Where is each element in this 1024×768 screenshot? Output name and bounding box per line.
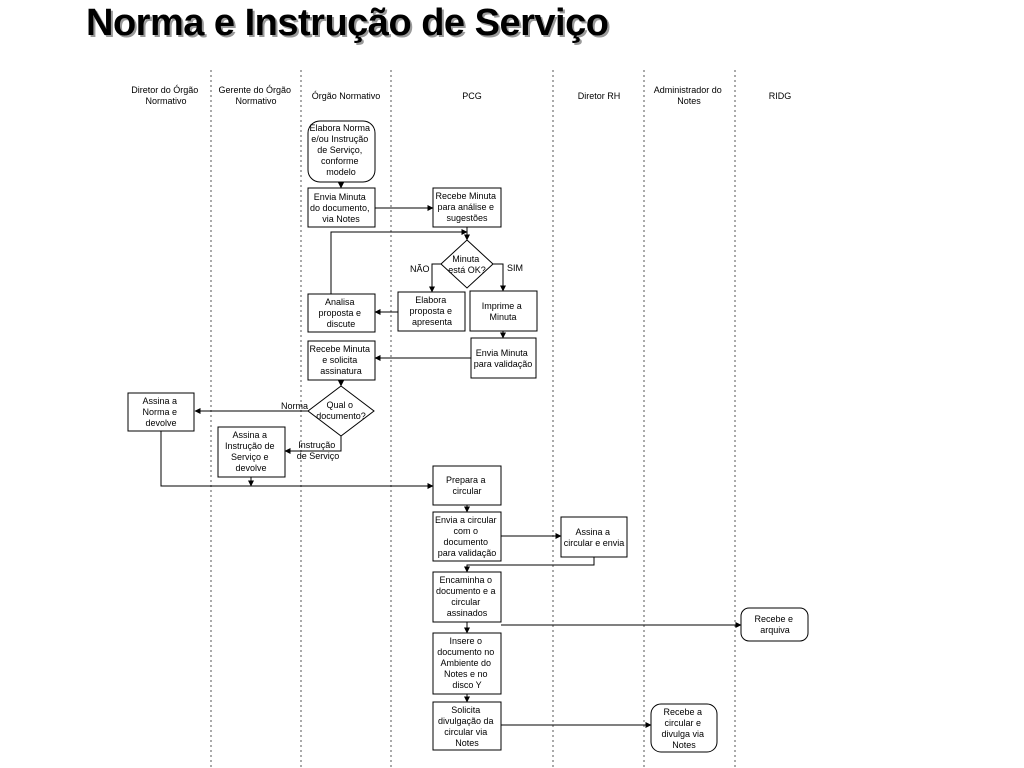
node-recebe-minuta-assinatura: Recebe Minuta e solicita assinatura [307, 340, 376, 381]
connectors [160, 182, 742, 728]
connector [284, 436, 342, 454]
svg-text:Encaminha o documento e: Encaminha o documento e a circular assin… [436, 575, 498, 618]
connector [330, 229, 468, 294]
node-encaminha-documento: Encaminha o documento e a circular assin… [432, 571, 502, 623]
page-title: Norma e Instrução de Serviço [86, 2, 609, 44]
lane-header-diretor-rh: Diretor RH [578, 91, 621, 101]
svg-text:Imprime a Minuta: Imprime a Minuta [482, 301, 525, 322]
lane-headers: Diretor do Órgão Normativo Gerente do Ór… [131, 85, 791, 106]
node-analisa-proposta: Analisa proposta e discute [307, 293, 376, 333]
svg-text:Minuta está OK?: Minuta está OK? [448, 254, 486, 275]
node-minuta-ok-decision: Minuta está OK? [440, 239, 494, 289]
edge-label-norma: Norma [281, 401, 308, 411]
edge-labels: NÃO SIM Norma Instrução de Serviço [281, 263, 523, 461]
svg-text:Recebe Minuta para análi: Recebe Minuta para análise e sugestões [435, 191, 498, 223]
svg-text:Envia Minuta do document: Envia Minuta do documento, via Notes [310, 192, 372, 224]
lane-header-ridg: RIDG [769, 91, 792, 101]
svg-text:Prepara a circular: Prepara a circular [446, 475, 488, 496]
svg-text:Recebe a circular e: Recebe a circular e divulga via Notes [661, 707, 706, 750]
edge-label-instrucao: Instrução de Serviço [297, 440, 340, 461]
edge-label-sim: SIM [507, 263, 523, 273]
node-solicita-divulgacao: Solicita divulgação da circular via Note… [432, 701, 502, 751]
node-recebe-arquiva: Recebe e arquiva [740, 607, 809, 642]
svg-text:Assina a circular e envi: Assina a circular e envia [564, 527, 625, 548]
connector [493, 263, 506, 292]
lane-separators [210, 70, 736, 768]
lane-header-diretor-orgao: Diretor do Órgão Normativo [131, 85, 201, 106]
node-elabora-norma: Elabora Norma e/ou Instrução de Serviço,… [307, 120, 376, 183]
lane-header-orgao-normativo: Órgão Normativo [312, 91, 381, 101]
svg-text:Elabora Norma e/ou Instr: Elabora Norma e/ou Instrução de Serviço,… [309, 123, 372, 177]
svg-text:Solicita divulgação da: Solicita divulgação da circular via Note… [438, 705, 496, 748]
svg-text:Insere o documento no: Insere o documento no Ambiente do Notes … [437, 636, 497, 690]
svg-text:Assina a Norma e d: Assina a Norma e devolve [142, 396, 179, 428]
connector [429, 263, 441, 293]
edge-label-nao: NÃO [410, 264, 430, 274]
node-envia-circular: Envia a circular com o documento para va… [432, 511, 502, 562]
svg-text:Analisa proposta e: Analisa proposta e discute [318, 297, 363, 329]
lane-header-administrador-notes: Administrador do Notes [654, 85, 725, 106]
node-assina-norma: Assina a Norma e devolve [127, 392, 195, 432]
node-elabora-proposta: Elabora proposta e apresenta [397, 291, 466, 332]
node-imprime-minuta: Imprime a Minuta [469, 290, 538, 332]
node-envia-minuta-notes: Envia Minuta do documento, via Notes [307, 187, 376, 228]
svg-text:Recebe e arquiva: Recebe e arquiva [754, 614, 795, 635]
svg-text:Envia a circular com o: Envia a circular com o documento para va… [435, 515, 499, 558]
node-prepara-circular: Prepara a circular [432, 465, 502, 506]
svg-text:Assina a Instrução de: Assina a Instrução de Serviço e devolve [225, 430, 277, 473]
connector [464, 557, 595, 573]
node-recebe-divulga: Recebe a circular e divulga via Notes [650, 703, 718, 753]
node-recebe-minuta-analise: Recebe Minuta para análise e sugestões [432, 187, 502, 228]
svg-text:Recebe Minuta e solicita: Recebe Minuta e solicita assinatura [309, 344, 372, 376]
node-envia-minuta-validacao: Envia Minuta para validação [470, 337, 537, 379]
svg-text:Elabora proposta e: Elabora proposta e apresenta [409, 295, 454, 327]
svg-text:Qual o documento?: Qual o documento? [316, 400, 366, 421]
svg-text:Envia Minuta para valida: Envia Minuta para validação [474, 348, 533, 369]
node-assina-circular: Assina a circular e envia [560, 516, 628, 558]
connector [160, 431, 434, 489]
node-qual-documento-decision: Qual o documento? [307, 385, 375, 437]
node-insere-documento: Insere o documento no Ambiente do Notes … [432, 632, 502, 695]
lane-header-pcg: PCG [462, 91, 482, 101]
lane-header-gerente-orgao: Gerente do Órgão Normativo [218, 85, 293, 106]
node-assina-instrucao: Assina a Instrução de Serviço e devolve [217, 426, 286, 478]
